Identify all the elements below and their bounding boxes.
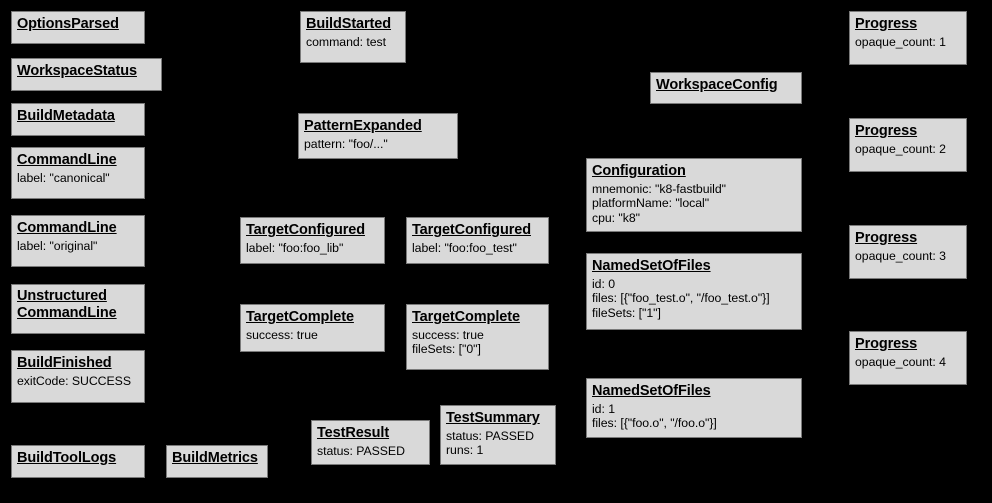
event-node-title: CommandLine [17, 152, 117, 168]
event-node-field: success: true [412, 327, 484, 342]
event-node-title: Configuration [592, 163, 686, 179]
event-node-fields: opaque_count: 4 [855, 355, 961, 370]
event-node-field: fileSets: ["0"] [412, 342, 481, 357]
event-node-field: label: "foo:foo_lib" [246, 240, 344, 255]
event-node-field: opaque_count: 4 [855, 354, 946, 369]
event-node-field: pattern: "foo/..." [304, 136, 388, 151]
event-node-field: fileSets: ["1"] [592, 305, 661, 320]
event-node-field: platformName: "local" [592, 196, 710, 211]
event-node[interactable]: TargetConfigured label: "foo:foo_test" [406, 217, 549, 264]
event-node-field: mnemonic: "k8-fastbuild" [592, 181, 726, 196]
event-node[interactable]: PatternExpanded pattern: "foo/..." [298, 113, 458, 159]
event-node-field: status: PASSED [446, 428, 534, 443]
event-node-title: TargetComplete [412, 309, 520, 325]
event-node-title: Progress [855, 336, 918, 352]
event-node-fields: mnemonic: "k8-fastbuild"platformName: "l… [592, 182, 796, 226]
event-node-title: Progress [855, 123, 918, 139]
event-node[interactable]: WorkspaceConfig [650, 72, 802, 104]
event-node-fields: opaque_count: 3 [855, 249, 961, 264]
event-node-fields: pattern: "foo/..." [304, 137, 452, 152]
event-node[interactable]: OptionsParsed [11, 11, 145, 44]
event-node-fields: command: test [306, 35, 400, 50]
event-node-field: opaque_count: 1 [855, 34, 946, 49]
event-node[interactable]: TestResult status: PASSED [311, 420, 430, 465]
event-node-fields: label: "canonical" [17, 171, 139, 186]
event-node-title: BuildMetadata [17, 108, 115, 124]
event-node[interactable]: Progress opaque_count: 4 [849, 331, 967, 385]
event-node-title: WorkspaceConfig [656, 77, 778, 93]
event-node-field: status: PASSED [317, 443, 405, 458]
event-node-title: NamedSetOfFiles [592, 383, 711, 399]
event-node[interactable]: BuildToolLogs [11, 445, 145, 478]
event-node-fields: label: "foo:foo_test" [412, 241, 543, 256]
event-node-title: CommandLine [17, 220, 117, 236]
event-node[interactable]: TargetComplete success: true [240, 304, 385, 352]
event-node[interactable]: BuildStarted command: test [300, 11, 406, 63]
event-node-field: cpu: "k8" [592, 210, 640, 225]
event-node-fields: opaque_count: 2 [855, 142, 961, 157]
event-node[interactable]: CommandLine label: "original" [11, 215, 145, 267]
event-node-title: BuildStarted [306, 16, 392, 32]
event-node-field: exitCode: SUCCESS [17, 373, 131, 388]
event-node-title: BuildFinished [17, 355, 112, 371]
event-node-title: Progress [855, 16, 918, 32]
event-node[interactable]: CommandLine label: "canonical" [11, 147, 145, 199]
event-node-field: label: "foo:foo_test" [412, 240, 517, 255]
event-node-title: Progress [855, 230, 918, 246]
event-node[interactable]: BuildFinished exitCode: SUCCESS [11, 350, 145, 403]
event-node[interactable]: BuildMetadata [11, 103, 145, 136]
event-node-title: TestSummary [446, 410, 540, 426]
event-node[interactable]: Unstructured CommandLine [11, 284, 145, 334]
event-node-title: OptionsParsed [17, 16, 119, 32]
event-node-fields: label: "original" [17, 239, 139, 254]
event-node-field: id: 1 [592, 401, 615, 416]
event-node-title: PatternExpanded [304, 118, 422, 134]
event-node-title: NamedSetOfFiles [592, 258, 711, 274]
event-node-title: TargetComplete [246, 309, 354, 325]
event-node[interactable]: Configuration mnemonic: "k8-fastbuild"pla… [586, 158, 802, 232]
event-node-fields: exitCode: SUCCESS [17, 374, 139, 389]
event-node-title: BuildToolLogs [17, 450, 117, 466]
event-node[interactable]: TargetConfigured label: "foo:foo_lib" [240, 217, 385, 264]
event-node-field: runs: 1 [446, 443, 484, 458]
event-node-field: opaque_count: 2 [855, 141, 946, 156]
event-node-title: Unstructured CommandLine [17, 288, 117, 322]
event-node-title: TargetConfigured [246, 222, 365, 238]
event-node-title: BuildMetrics [172, 450, 258, 466]
event-node[interactable]: Progress opaque_count: 1 [849, 11, 967, 65]
event-node-fields: opaque_count: 1 [855, 35, 961, 50]
event-node-field: id: 0 [592, 276, 615, 291]
event-node-field: files: [{"foo_test.o", "/foo_test.o"}] [592, 291, 770, 306]
event-node[interactable]: Progress opaque_count: 2 [849, 118, 967, 172]
event-node-title: TargetConfigured [412, 222, 531, 238]
event-node-field: opaque_count: 3 [855, 248, 946, 263]
event-node-fields: success: true [246, 328, 379, 343]
event-node[interactable]: WorkspaceStatus [11, 58, 162, 91]
event-node-field: label: "original" [17, 238, 98, 253]
event-node[interactable]: BuildMetrics [166, 445, 268, 478]
event-node-field: success: true [246, 327, 318, 342]
event-node-fields: status: PASSED [317, 444, 424, 459]
event-node-field: command: test [306, 34, 386, 49]
event-node[interactable]: Progress opaque_count: 3 [849, 225, 967, 279]
event-node-title: WorkspaceStatus [17, 63, 137, 79]
event-node-field: label: "canonical" [17, 170, 110, 185]
event-node-title: TestResult [317, 425, 390, 441]
event-node-fields: label: "foo:foo_lib" [246, 241, 379, 256]
event-node-field: files: [{"foo.o", "/foo.o"}] [592, 416, 717, 431]
